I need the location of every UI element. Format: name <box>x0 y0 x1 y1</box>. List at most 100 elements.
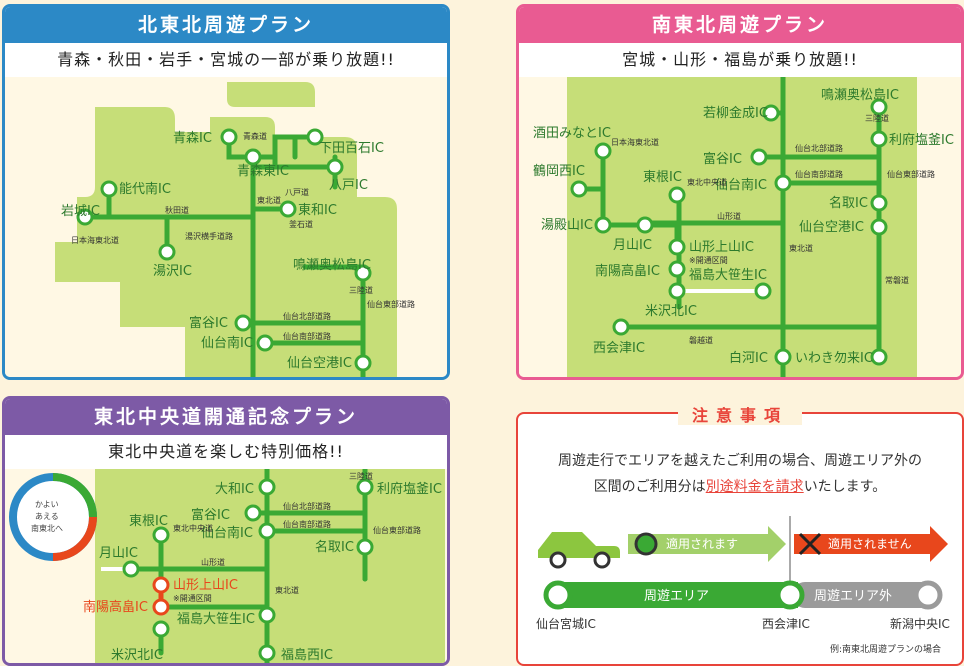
north-road-0: 青森道 <box>243 131 267 141</box>
south-map-svg: 酒田みなとIC 鶴岡西IC 湯殿山IC 月山IC 東根IC 山形上山IC 南陽高… <box>533 74 954 377</box>
not-applied-label: 適用されません <box>828 536 912 551</box>
north-plan-subtitle: 青森・秋田・岩手・宮城の一部が乗り放題!! <box>5 43 447 77</box>
north-ic-0: 青森IC <box>173 131 212 146</box>
central-route-map: かよい あえる 南東北へ <box>5 466 447 663</box>
north-ic-1: 青森東IC <box>237 163 289 179</box>
north-land <box>55 107 397 377</box>
south-road-0: 日本海東北道 <box>611 137 659 147</box>
south-ic-5: 山形上山IC <box>689 240 754 255</box>
central-ic-10: 米沢北IC <box>111 648 163 663</box>
south-ic-18: いわき勿来IC <box>795 351 873 366</box>
example-note: 例:南東北周遊プランの場合 <box>830 643 941 655</box>
notice-panel: 注意事項 周遊走行でエリアを越えたご利用の場合、周遊エリア外の 区間のご利用分は… <box>516 406 964 666</box>
south-ic-0: 酒田みなとIC <box>533 126 611 141</box>
applied-label: 適用されます <box>666 536 738 551</box>
cross-icon <box>798 532 822 556</box>
central-ic-5: 東根IC <box>129 513 168 529</box>
north-road-10: 仙台東部道路 <box>367 299 415 309</box>
central-note-0: ※開通区間 <box>173 593 212 603</box>
south-ic-9: 若柳金成IC <box>703 105 768 121</box>
central-ic-4: 名取IC <box>315 539 354 555</box>
south-road-1: 山形道 <box>717 211 741 221</box>
south-ic-14: 名取IC <box>829 195 868 211</box>
notice-diagram: 適用されます 適用されません 周遊エリア 周遊エリア外 仙台宮城IC 西会津IC… <box>536 516 950 655</box>
notice-line-2a: 区間のご利用分は <box>593 479 706 495</box>
north-road-9: 仙台南部道路 <box>283 331 331 341</box>
south-road-3: 仙台北部道路 <box>795 143 843 153</box>
central-logo-line-0: かよい <box>35 500 59 509</box>
north-road-8: 仙台北部道路 <box>283 311 331 321</box>
south-plan-title: 南東北周遊プラン <box>519 7 961 43</box>
south-route-map: 酒田みなとIC 鶴岡西IC 湯殿山IC 月山IC 東根IC 山形上山IC 南陽高… <box>519 74 961 377</box>
north-ic-11: 仙台空港IC <box>287 356 352 371</box>
station-label-0: 仙台宮城IC <box>536 616 596 631</box>
north-ic-8: 鳴瀬奥松島IC <box>293 258 371 273</box>
north-road-5: 東北道 <box>257 195 281 205</box>
north-land-island <box>227 82 315 107</box>
central-logo-line-1: あえる <box>35 512 59 521</box>
north-route-map: 青森IC 青森東IC 下田百石IC 八戸IC 能代南IC 岩城IC 東和IC 湯… <box>5 77 447 377</box>
south-ic-11: 仙台南IC <box>715 177 767 193</box>
central-ic-3: 仙台南IC <box>201 525 253 541</box>
south-road-8: 常磐道 <box>885 275 909 285</box>
central-ic-1: 利府塩釜IC <box>377 482 442 497</box>
car-icon <box>538 532 620 569</box>
south-ic-4: 東根IC <box>643 169 682 185</box>
north-road-4: 湯沢横手道路 <box>185 231 233 241</box>
north-road-6: 釜石道 <box>289 219 313 229</box>
north-ic-10: 仙台南IC <box>201 335 253 351</box>
south-road-2: 東北中央道 <box>687 177 727 187</box>
central-road-5: 仙台東部道路 <box>373 525 421 535</box>
south-ic-17: 白河IC <box>729 350 768 366</box>
north-road-2: 秋田道 <box>165 205 189 215</box>
notice-text: 周遊走行でエリアを越えたご利用の場合、周遊エリア外の 区間のご利用分は別途料金を… <box>534 448 946 500</box>
central-road-3: 東北中央道 <box>173 523 213 533</box>
south-ic-3: 月山IC <box>613 238 652 253</box>
central-map-svg: かよい あえる 南東北へ <box>9 466 445 663</box>
central-ic-9: 福島大笹生IC <box>177 611 255 627</box>
station-label-2: 新潟中央IC <box>890 616 950 631</box>
south-plan-panel: 南東北周遊プラン 宮城・山形・福島が乗り放題!! <box>516 4 964 380</box>
central-road-6: 東北道 <box>275 585 299 595</box>
south-ic-8: 米沢北IC <box>645 304 697 319</box>
central-plan-panel: 東北中央道開通記念プラン 東北中央道を楽しむ特別価格!! かよい あえる 南東北… <box>2 396 450 666</box>
central-logo-line-2: 南東北へ <box>31 523 63 533</box>
central-ic-2: 富谷IC <box>191 507 230 523</box>
notice-line-2b: 別途料金を請求 <box>705 479 804 495</box>
north-ic-6: 東和IC <box>298 202 337 218</box>
out-area-label: 周遊エリア外 <box>814 589 892 604</box>
notice-line-2c: いたします。 <box>803 479 887 495</box>
station-circle-2 <box>775 580 805 610</box>
south-ic-10: 富谷IC <box>703 151 742 167</box>
notice-title: 注意事項 <box>677 406 802 425</box>
central-ic-7: 山形上山IC <box>173 578 238 593</box>
south-ic-13: 利府塩釜IC <box>889 133 954 148</box>
south-road-9: 磐越道 <box>689 335 713 345</box>
station-circle-1 <box>543 580 573 610</box>
north-ic-4: 能代南IC <box>119 181 171 197</box>
central-ic-6: 月山IC <box>99 546 138 561</box>
central-ic-11: 福島西IC <box>281 648 333 663</box>
not-applied-arrow <box>794 526 948 562</box>
notice-line-1: 周遊走行でエリアを越えたご利用の場合、周遊エリア外の <box>558 453 922 469</box>
central-road-1: 仙台北部道路 <box>283 501 331 511</box>
central-road-2: 仙台南部道路 <box>283 519 331 529</box>
central-plan-subtitle: 東北中央道を楽しむ特別価格!! <box>5 435 447 469</box>
applied-arrow <box>628 526 786 562</box>
in-area-label: 周遊エリア <box>644 589 709 604</box>
south-note-0: ※開通区間 <box>689 255 728 265</box>
central-road-0: 三陸道 <box>349 471 373 481</box>
south-ic-1: 鶴岡西IC <box>533 163 585 179</box>
north-road-3: 日本海東北道 <box>71 235 119 245</box>
north-ic-3: 八戸IC <box>329 178 368 193</box>
south-ic-6: 南陽高畠IC <box>595 263 660 279</box>
south-ic-15: 仙台空港IC <box>799 220 864 235</box>
north-ic-7: 湯沢IC <box>153 264 192 279</box>
north-ic-2: 下田百石IC <box>319 141 384 156</box>
station-label-1: 西会津IC <box>762 617 810 631</box>
south-ic-12: 鳴瀬奥松島IC <box>821 88 899 103</box>
north-ic-9: 富谷IC <box>189 315 228 331</box>
north-plan-panel: 北東北周遊プラン 青森・秋田・岩手・宮城の一部が乗り放題!! <box>2 4 450 380</box>
applied-circle-icon <box>634 532 658 556</box>
notice-line-2: 区間のご利用分は別途料金を請求いたします。 <box>534 474 946 500</box>
